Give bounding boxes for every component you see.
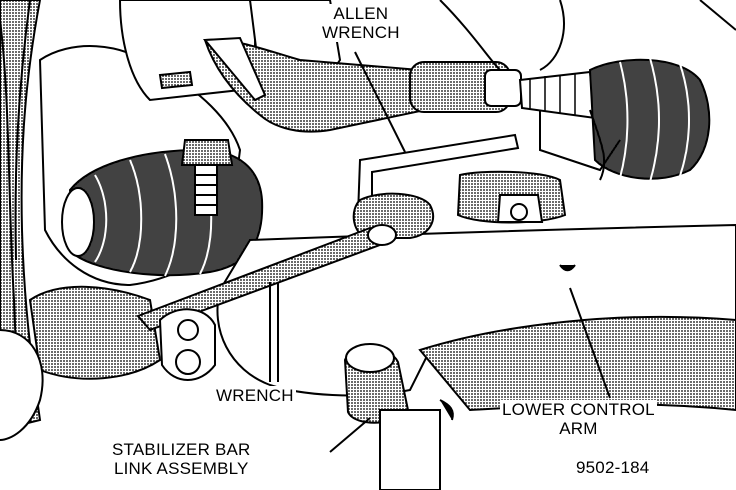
figure-number: 9502-184 [574,458,652,477]
lower-control-arm [216,223,736,412]
knuckle-link [158,308,216,381]
tie-rod-arm [202,36,427,133]
frame-outline [439,0,736,181]
tie-rod-sleeve [409,61,597,120]
label-stabilizer-link-line-1: STABILIZER BAR [112,440,251,459]
label-allen-wrench-line-1: ALLEN [333,4,389,23]
wrench [136,224,397,332]
figure-number-text: 9502-184 [576,458,650,477]
stabilizer-link [343,343,454,490]
cv-boot-outer [588,57,711,183]
label-allen-wrench-line-2: WRENCH [322,23,400,42]
label-stabilizer-link: STABILIZER BAR LINK ASSEMBLY [110,440,253,478]
label-lower-control-arm-line-1: LOWER CONTROL [502,400,655,419]
label-lower-control-arm: LOWER CONTROL ARM [500,400,657,438]
label-wrench-text: WRENCH [216,386,294,405]
ball-joint-nut [456,170,567,224]
label-stabilizer-link-line-2: LINK ASSEMBLY [113,459,249,478]
knuckle-nut [180,139,234,216]
label-lower-control-arm-line-2: ARM [559,419,598,438]
label-allen-wrench: ALLEN WRENCH [320,4,402,42]
leader-lines [269,51,611,453]
label-wrench: WRENCH [214,386,296,405]
